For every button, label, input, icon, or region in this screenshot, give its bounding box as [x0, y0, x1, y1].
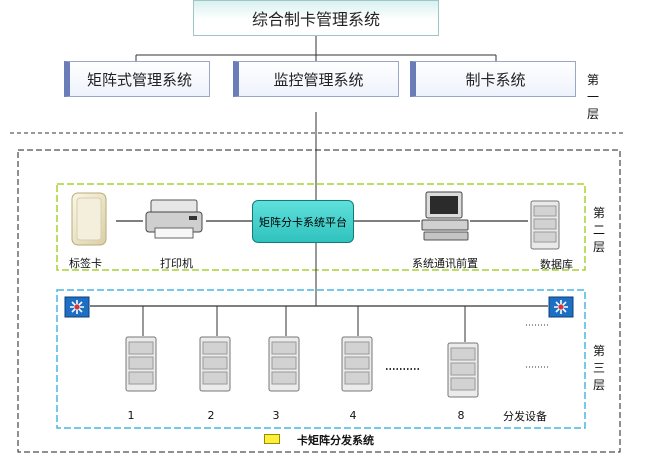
distribution-label: 分发设备 — [503, 410, 547, 423]
layer-label-1: 第 一 层 — [586, 73, 599, 121]
server-number-4: 4 — [349, 409, 357, 422]
subsystem-box-monitor: 监控管理系统 — [233, 61, 399, 97]
distribution-server-3 — [267, 336, 301, 392]
server-number-3: 3 — [272, 409, 280, 422]
legend-label: 卡矩阵分发系统 — [297, 434, 374, 447]
switch-left-icon — [64, 296, 90, 318]
switch-right-icon — [548, 296, 574, 318]
database-server-icon — [528, 200, 562, 250]
tag-card-icon — [70, 192, 110, 248]
distribution-server-4 — [340, 336, 374, 392]
subsystem-label-matrix: 矩阵式管理系统 — [86, 70, 192, 89]
platform-label: 矩阵分卡系统平台 — [259, 215, 347, 229]
subsystem-label-monitor: 监控管理系统 — [273, 70, 364, 89]
printer-label: 打印机 — [160, 257, 193, 270]
database-label: 数据库 — [540, 258, 573, 271]
tag-card-label: 标签卡 — [69, 257, 102, 270]
printer-icon — [143, 196, 207, 242]
subsystem-label-cardmaking: 制卡系统 — [465, 70, 526, 89]
layer-label-2: 第 二 层 — [592, 206, 605, 254]
server-number-2: 2 — [207, 409, 215, 422]
platform-box: 矩阵分卡系统平台 — [252, 200, 354, 243]
server-number-1: 1 — [127, 409, 135, 422]
distribution-server-8 — [446, 342, 480, 398]
computer-icon — [420, 190, 472, 244]
subsystem-box-matrix: 矩阵式管理系统 — [64, 61, 210, 97]
top-system-box: 综合制卡管理系统 — [193, 0, 439, 36]
layer-label-3: 第 三 层 — [592, 344, 605, 392]
top-system-label: 综合制卡管理系统 — [251, 10, 380, 29]
distribution-server-1 — [124, 336, 158, 392]
comm-front-label: 系统通讯前置 — [412, 257, 478, 270]
legend-swatch — [264, 434, 280, 444]
distribution-server-2 — [198, 336, 232, 392]
subsystem-box-cardmaking: 制卡系统 — [410, 61, 576, 97]
server-number-8: 8 — [457, 409, 465, 422]
